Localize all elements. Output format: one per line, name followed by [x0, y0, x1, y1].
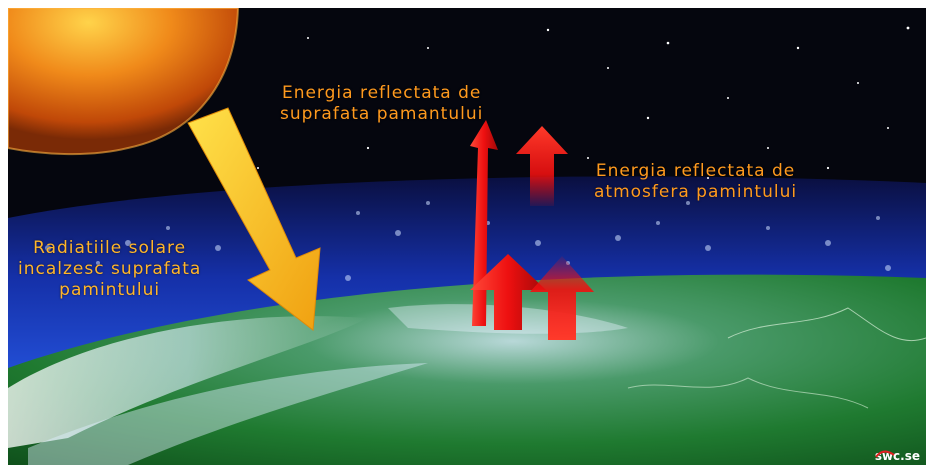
swc-logo: swc.se [875, 449, 920, 463]
coastline [727, 307, 926, 342]
surface-up-arrow [470, 254, 546, 330]
earth-clouds [8, 316, 368, 448]
atmosphere-reflection-label-line2: atmosfera pamintului [594, 182, 798, 202]
atmosphere-reflection-label: Energia reflectata de atmosfera pamintul… [594, 161, 797, 203]
solar-radiation-label-line3: pamintului [59, 280, 161, 300]
sun [8, 8, 238, 155]
atmosphere-reflection-label-line1: Energia reflectata de [595, 161, 796, 181]
surface-reflection-label-line1: Energia reflectata de [281, 83, 482, 103]
surface-reflection-label-line2: suprafata pamantului [280, 104, 484, 124]
solar-radiation-label-line2: incalzesc suprafata [18, 259, 202, 279]
atmosphere-down-arrow [530, 256, 594, 340]
solar-radiation-arrow [187, 107, 321, 331]
scene-graphics [8, 8, 926, 465]
surface-reflection-label: Energia reflectata de suprafata pamantul… [280, 83, 483, 125]
solar-radiation-label-line1: Radiatiile solare [33, 238, 187, 258]
solar-radiation-label: Radiatiile solare incalzesc suprafata pa… [18, 238, 201, 301]
swoosh-icon [874, 450, 895, 458]
surface-reflection-arrow [470, 120, 498, 326]
diagram-scene: Energia reflectata de suprafata pamantul… [8, 8, 926, 465]
atmosphere-reflection-arrow [516, 126, 568, 206]
